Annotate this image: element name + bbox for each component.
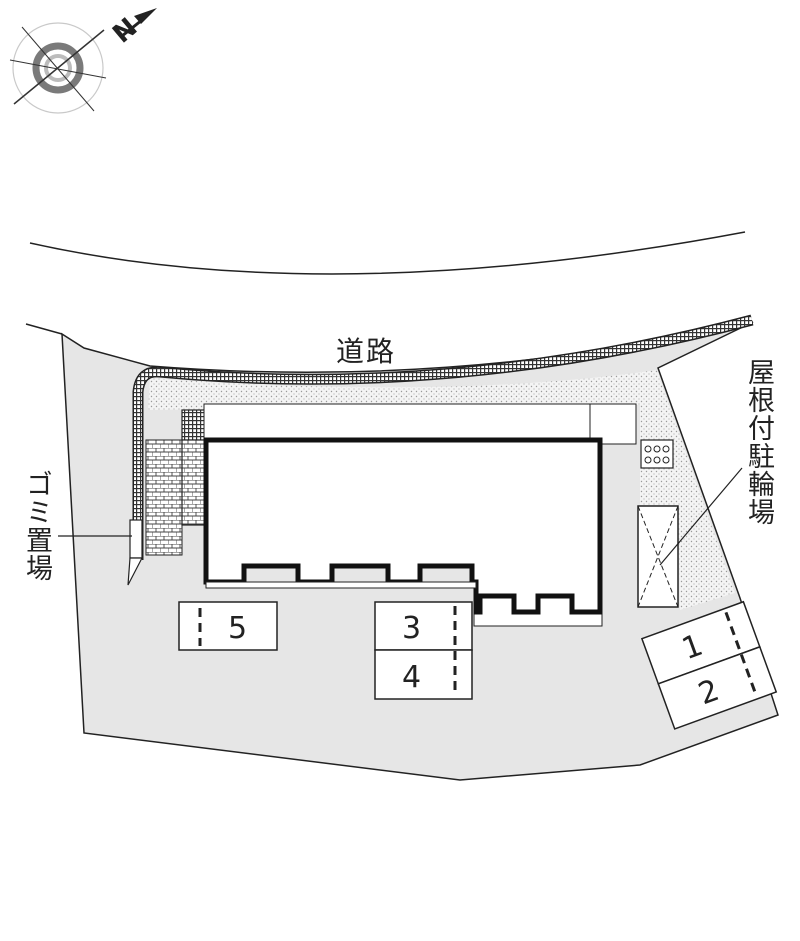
garbage-area-tip: [127, 557, 143, 586]
parking-group-1-2: 1 2: [640, 600, 778, 730]
stair-core: [181, 439, 207, 526]
planting-strip: [148, 370, 735, 610]
compass-outer-ring: [12, 22, 104, 114]
meter-box: [640, 439, 674, 469]
compass-inner-ring: [44, 54, 72, 82]
meter-icon: [653, 456, 661, 464]
road-far-edge: [29, 231, 746, 275]
stairs: [145, 439, 183, 556]
building-base-line: [205, 581, 477, 589]
road-near-edge: [25, 323, 63, 335]
parking-space-4: [374, 649, 473, 700]
parking-space-3: [374, 601, 473, 651]
garbage-area-label: ゴミ置場: [21, 470, 52, 582]
stair-landing: [181, 409, 207, 441]
bike-parking-label: 屋根付駐輪場: [743, 358, 774, 526]
bike-leader-line: [659, 467, 743, 566]
meter-icon: [662, 456, 670, 464]
perimeter-fence-inner: [134, 316, 754, 560]
parking-label-5: 5: [228, 611, 247, 646]
meter-icon: [662, 445, 670, 453]
north-arrow-shaft: [121, 18, 143, 38]
meter-icon: [644, 445, 652, 453]
bike-shelter-cross: [637, 505, 679, 608]
meter-icon: [653, 445, 661, 453]
balcony-strip: [203, 403, 637, 445]
parking-label-4: 4: [402, 660, 421, 695]
parking-space-5: [178, 601, 278, 651]
compass-axis-ns: [13, 29, 105, 105]
road-label: 道路: [336, 335, 396, 368]
meter-icon: [644, 456, 652, 464]
parking-label-3: 3: [402, 611, 421, 646]
parking-space-2: [657, 645, 778, 730]
garbage-area: [129, 519, 143, 559]
compass-ring: [32, 42, 84, 94]
bike-shelter-cross: [637, 505, 679, 608]
compass: N: [9, 8, 157, 114]
compass-axis-diag: [9, 59, 107, 79]
north-arrow-icon: [134, 8, 157, 24]
